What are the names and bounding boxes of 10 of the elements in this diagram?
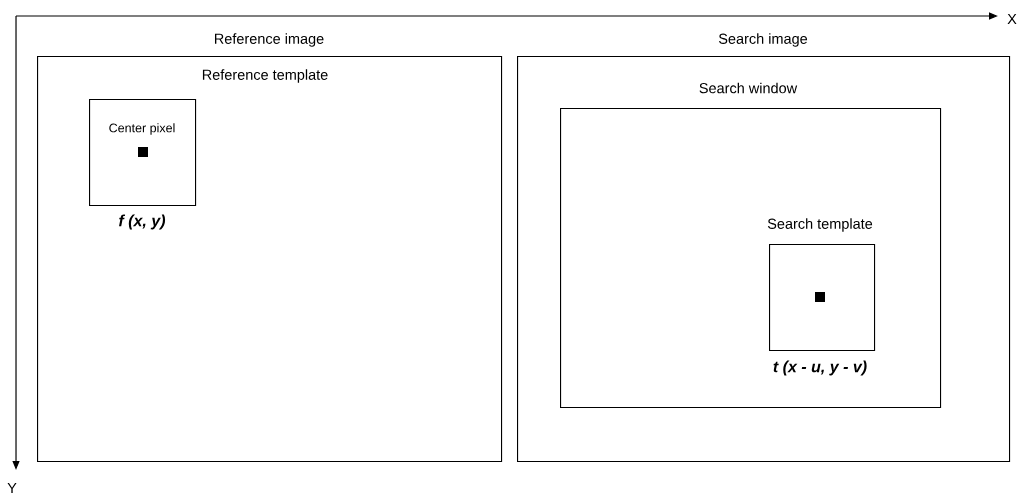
template-label: Reference template: [202, 69, 328, 83]
box-heading: Reference image: [215, 33, 324, 47]
box-heading: Search image: [718, 33, 808, 47]
axis-label: Y: [7, 483, 17, 493]
function-label: t (x - u, y - v): [773, 360, 867, 376]
box-heading: Center pixel: [109, 123, 175, 135]
box-heading: Search window: [699, 82, 798, 94]
box-heading: Search template: [767, 218, 873, 232]
function-label: f (x, y): [119, 214, 166, 230]
axis-label: X: [1007, 14, 1017, 24]
